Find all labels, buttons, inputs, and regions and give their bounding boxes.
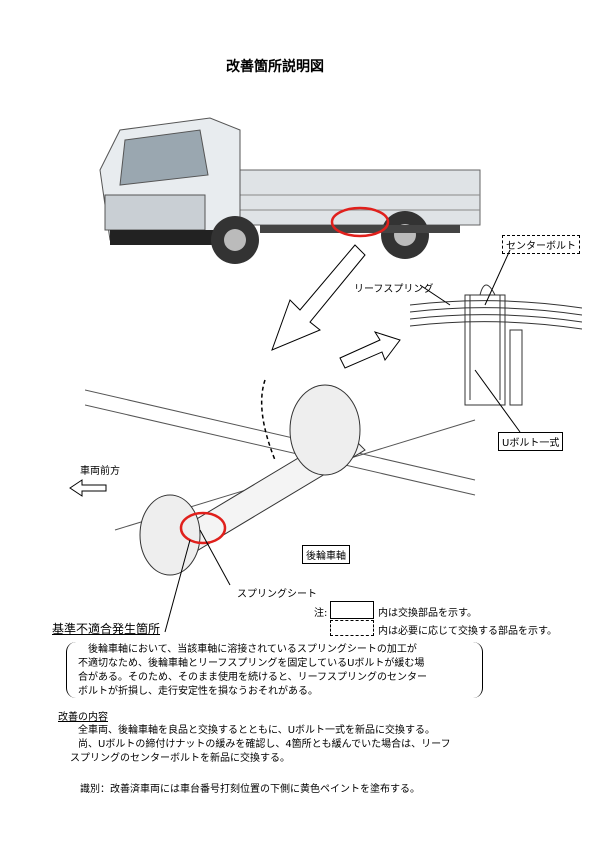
truck-illustration [99, 117, 481, 264]
highlight-ellipse-truck [330, 206, 390, 238]
highlight-ellipse-axle [179, 511, 227, 545]
leaf-spring-inset [410, 284, 582, 406]
improvement-heading: 改善の内容 [58, 712, 108, 723]
page-title: 改善箇所説明図 [226, 59, 324, 75]
arrows [271, 244, 401, 369]
improvement-body: 全車両、後輪車軸を良品と交換するとともに、Uボルト一式を新品に交換する。 尚、U… [70, 724, 451, 766]
improvement-line: スプリングのセンターボルトを新品に交換する。 [70, 753, 290, 764]
rear-axle-label: 後輪車軸 [302, 545, 350, 564]
u-bolt-set-label: Uボルト一式 [498, 432, 564, 451]
identification-text: 識別：改善済車両には車台番号打刻位置の下側に黄色ペイントを塗布する。 [80, 784, 420, 795]
front-arrow-icon [69, 479, 107, 497]
legend-solid-text: 内は交換部品を示す。 [378, 608, 477, 619]
description-line: ボルトが折損し、走行安定性を損なうおそれがある。 [78, 686, 318, 697]
leader-lines [420, 249, 521, 433]
improvement-line: 全車両、後輪車軸を良品と交換するとともに、Uボルト一式を新品に交換する。 [78, 725, 436, 736]
legend-solid-box [330, 601, 374, 619]
legend-dashed-text: 内は必要に応じて交換する部品を示す。 [378, 626, 557, 637]
description: 後輪車軸において、当該車軸に溶接されているスプリングシートの加工が 不適切なため… [78, 643, 427, 699]
center-bolt-label: センターボルト [502, 235, 580, 254]
rear-axle-drawing [85, 379, 476, 576]
improvement-line: 尚、Uボルトの締付けナットの緩みを確認し、4箇所とも緩んでいた場合は、リーフ [78, 739, 451, 750]
leaf-spring-label: リーフスプリング [354, 284, 434, 295]
description-line: 不適切なため、後輪車軸とリーフスプリングを固定しているUボルトが緩む場 [78, 658, 425, 669]
defect-leader-lines [164, 529, 231, 633]
description-bracket [66, 642, 483, 698]
description-line: 後輪車軸において、当該車軸に溶接されているスプリングシートの加工が [78, 644, 417, 655]
legend-dashed-box [330, 620, 374, 636]
vehicle-front-label: 車両前方 [80, 466, 120, 477]
description-line: 合がある。そのため、そのまま使用を続けると、リーフスプリングのセンター [78, 672, 427, 683]
legend-note-prefix: 注: [314, 608, 328, 619]
defect-location-label: 基準不適合発生箇所 [52, 622, 161, 636]
spring-seat-label: スプリングシート [237, 589, 317, 600]
